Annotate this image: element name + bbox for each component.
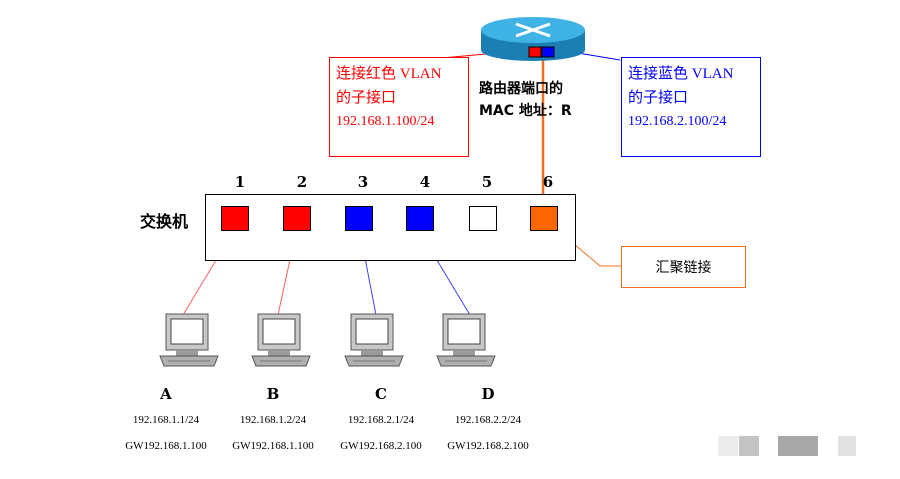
blue-subif-line2: 的子接口 [628, 90, 689, 106]
watermark-block [838, 436, 856, 456]
switch-port-3 [345, 206, 373, 231]
router-mac-label: 路由器端口的 MAC 地址：R [479, 78, 572, 122]
watermark-block [778, 436, 818, 456]
computer-icon [344, 313, 404, 367]
host-c-ip: 192.168.2.1/24 [347, 414, 415, 426]
port-number-6: 6 [542, 173, 554, 191]
blue-subif-line1: 连接蓝色 VLAN [628, 66, 734, 82]
watermark-block [739, 436, 759, 456]
port-number-3: 3 [357, 173, 369, 191]
port-number-4: 4 [419, 173, 431, 191]
red-vlan-subinterface-box: 连接红色 VLAN 的子接口 192.168.1.100/24 [329, 57, 469, 157]
aggregation-link-label: 汇聚链接 [655, 260, 712, 276]
host-d-ip: 192.168.2.2/24 [454, 414, 522, 426]
switch-port-5 [469, 206, 497, 231]
host-b-name: B [266, 385, 280, 403]
host-a-name: A [160, 385, 172, 403]
red-subif-ip: 192.168.1.100/24 [336, 114, 435, 129]
switch-port-1 [221, 206, 249, 231]
router-label-line2: MAC 地址：R [479, 103, 572, 119]
blue-subif-ip: 192.168.2.100/24 [628, 114, 727, 129]
port-number-2: 2 [296, 173, 308, 191]
switch-port-6 [530, 206, 558, 231]
blue-vlan-subinterface-box: 连接蓝色 VLAN 的子接口 192.168.2.100/24 [621, 57, 761, 157]
host-d-name: D [481, 385, 495, 403]
port-number-5: 5 [481, 173, 493, 191]
aggregation-link-box: 汇聚链接 [621, 246, 746, 288]
red-subif-line2: 的子接口 [336, 90, 397, 106]
switch-body [205, 194, 576, 261]
watermark-block [718, 436, 738, 456]
computer-icon [159, 313, 219, 367]
red-subif-line1: 连接红色 VLAN [336, 66, 442, 82]
switch-port-4 [406, 206, 434, 231]
router-subinterface-red [528, 46, 542, 58]
host-c-name: C [375, 385, 387, 403]
host-b-gateway: GW192.168.1.100 [232, 440, 314, 452]
computer-icon [251, 313, 311, 367]
router-icon [481, 17, 585, 61]
switch-title: 交换机 [140, 212, 189, 231]
port-number-1: 1 [234, 173, 246, 191]
router-label-line1: 路由器端口的 [479, 81, 563, 97]
host-a-ip: 192.168.1.1/24 [132, 414, 200, 426]
host-b-ip: 192.168.1.2/24 [239, 414, 307, 426]
router-subinterface-blue [541, 46, 555, 58]
host-c-gateway: GW192.168.2.100 [340, 440, 422, 452]
computer-icon [436, 313, 496, 367]
host-d-gateway: GW192.168.2.100 [447, 440, 529, 452]
host-a-gateway: GW192.168.1.100 [125, 440, 207, 452]
switch-port-2 [283, 206, 311, 231]
